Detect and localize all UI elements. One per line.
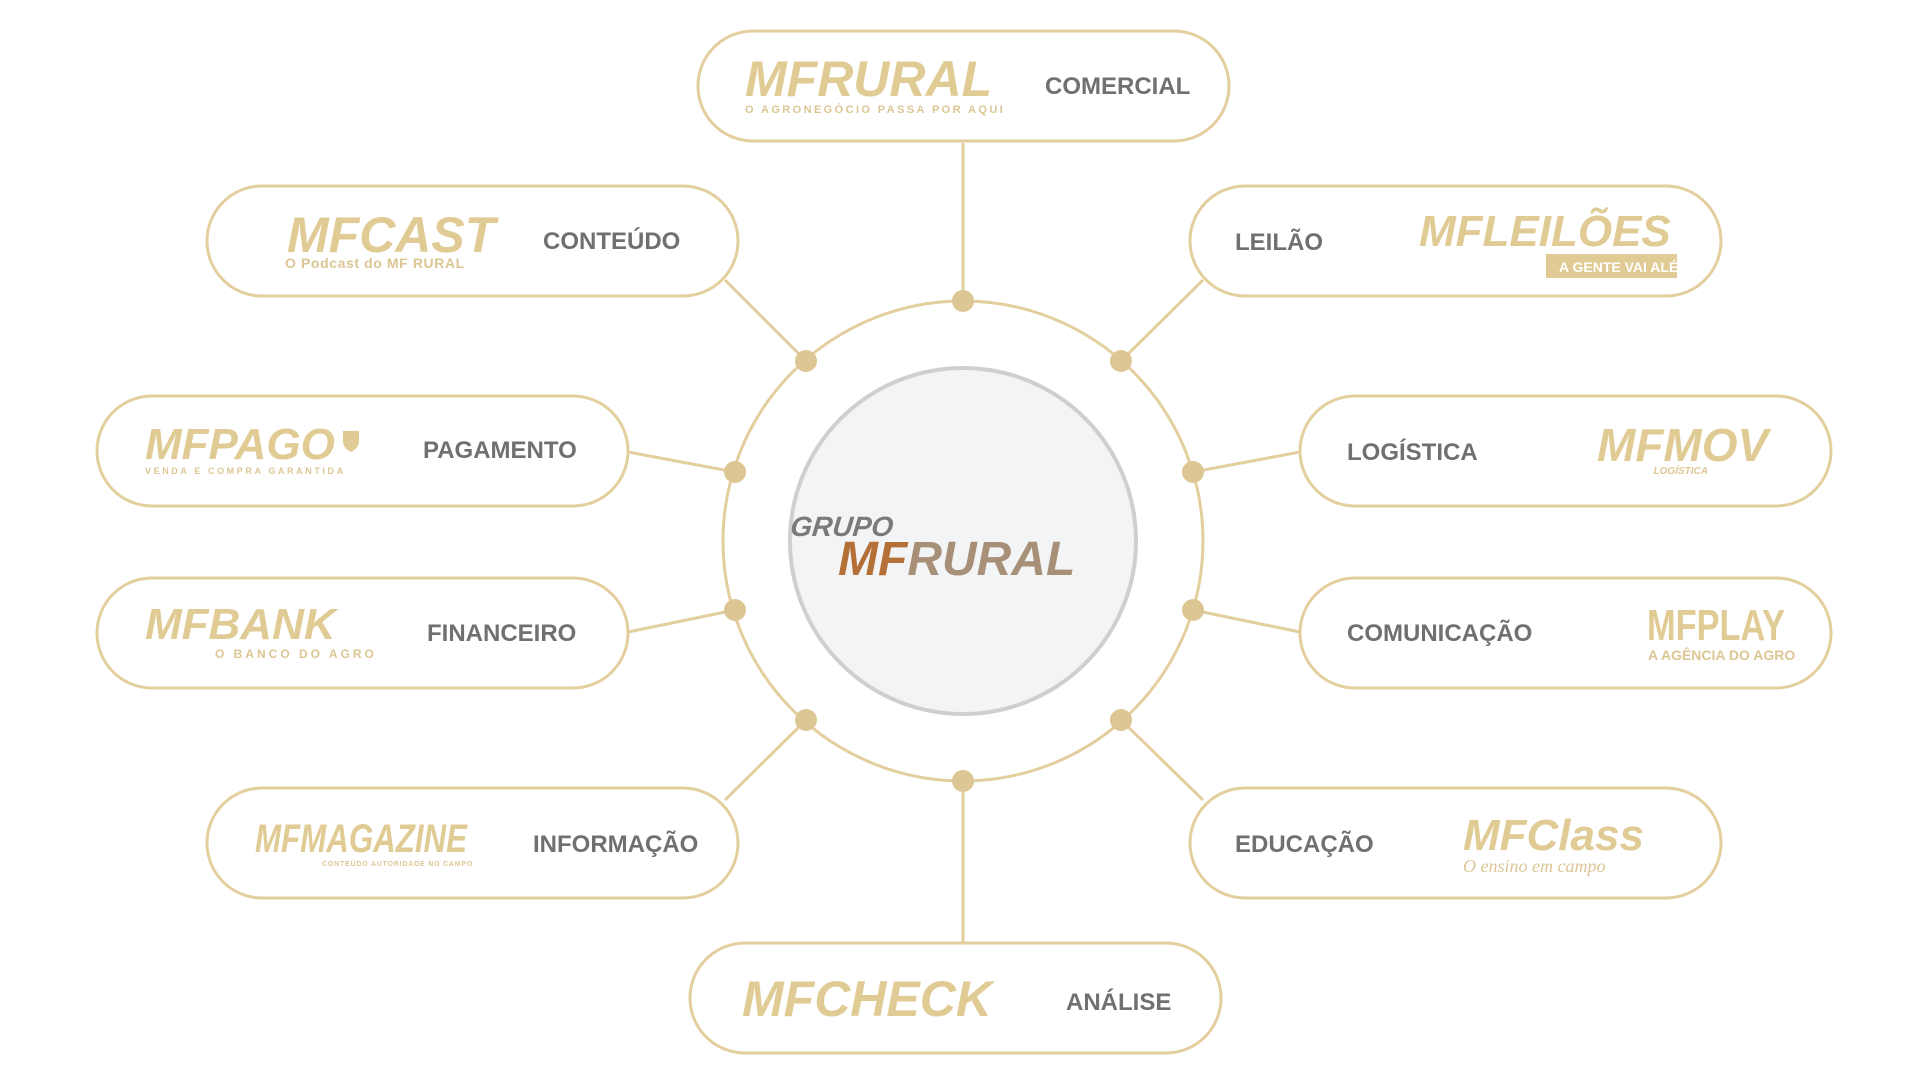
logo-mfmov: MFMOV: [1597, 419, 1772, 471]
logo-mfleiloes: MFLEILÕES: [1419, 206, 1671, 256]
ring-dots: [724, 290, 1204, 792]
dot-mfbank: [724, 599, 746, 621]
tagline-mfcast: O Podcast do MF RURAL: [285, 255, 465, 271]
logo-mfcast: MFCAST: [287, 207, 500, 263]
dot-mfcast: [795, 350, 817, 372]
logo-mfmagazine: MFMAGAZINE: [255, 817, 468, 861]
category-mfcheck: ANÁLISE: [1066, 988, 1171, 1016]
category-mfrural: COMERCIAL: [1045, 73, 1190, 100]
category-mfmov: LOGÍSTICA: [1347, 438, 1478, 466]
pill-mfcast: [205, 184, 740, 298]
unit-mfleiloes[interactable]: LEILÃO MFLEILÕES A GENTE VAI ALÉM: [1188, 184, 1723, 298]
tagline-mfclass: O ensino em campo: [1463, 856, 1605, 876]
dot-mfpago: [724, 461, 746, 483]
dot-mfleiloes: [1110, 350, 1132, 372]
pill-mfmagazine: [205, 786, 740, 900]
tagline-box-mfleiloes: [1546, 254, 1677, 278]
category-mfbank: FINANCEIRO: [427, 620, 576, 647]
center-circle: [788, 366, 1138, 716]
dot-mfcheck: [952, 770, 974, 792]
shield-icon: [343, 431, 359, 452]
dot-mfmov: [1182, 461, 1204, 483]
category-mfplay: COMUNICAÇÃO: [1347, 619, 1532, 647]
tagline-mfmagazine: CONTEÚDO AUTORIDADE NO CAMPO: [322, 859, 473, 868]
unit-mfbank[interactable]: MFBANK O BANCO DO AGRO FINANCEIRO: [95, 576, 630, 690]
category-mfcast: CONTEÚDO: [543, 227, 680, 255]
connector-mfclass: [1119, 718, 1205, 802]
unit-mfrural[interactable]: MFRURAL O AGRONEGÓCIO PASSA POR AQUI COM…: [696, 29, 1231, 143]
unit-mfcast[interactable]: MFCAST O Podcast do MF RURAL CONTEÚDO: [205, 184, 740, 298]
center-hub: GRUPO MFRURAL: [788, 366, 1138, 716]
connector-mfmov: [1192, 450, 1301, 474]
tagline-mfplay: A AGÊNCIA DO AGRO: [1648, 646, 1795, 663]
logo-mfbank: MFBANK: [145, 600, 339, 649]
center-main-label: MFRURAL: [838, 533, 1075, 586]
unit-mfclass[interactable]: EDUCAÇÃO MFClass O ensino em campo: [1188, 786, 1723, 900]
logo-mfclass: MFClass: [1463, 811, 1644, 860]
category-mfmagazine: INFORMAÇÃO: [533, 830, 698, 858]
connector-mfplay: [1192, 608, 1301, 634]
tagline-mfmov: LOGÍSTICA: [1654, 464, 1708, 477]
category-mfclass: EDUCAÇÃO: [1235, 830, 1374, 858]
category-mfleiloes: LEILÃO: [1235, 228, 1323, 256]
connectors: [627, 143, 1301, 942]
unit-mfplay[interactable]: COMUNICAÇÃO MFPLAY A AGÊNCIA DO AGRO: [1298, 576, 1833, 690]
pill-mfclass: [1188, 786, 1723, 900]
tagline-mfrural: O AGRONEGÓCIO PASSA POR AQUI: [745, 103, 1005, 116]
pill-mfpago: [95, 394, 630, 508]
unit-mfpago[interactable]: MFPAGO VENDA E COMPRA GARANTIDA PAGAMENT…: [95, 394, 630, 508]
connector-mfpago: [627, 450, 736, 474]
logo-mfplay: MFPLAY: [1647, 601, 1785, 650]
logo-mfpago: MFPAGO: [145, 420, 335, 469]
category-mfpago: PAGAMENTO: [423, 437, 577, 464]
connector-mfleiloes: [1119, 278, 1205, 363]
connector-mfbank: [627, 608, 736, 634]
pill-mfbank: [95, 576, 630, 690]
logo-mfrural: MFRURAL: [745, 51, 992, 107]
pill-mfcheck: [688, 941, 1223, 1055]
unit-mfmov[interactable]: LOGÍSTICA MFMOV LOGÍSTICA: [1298, 394, 1833, 508]
pill-mfmov: [1298, 394, 1833, 508]
unit-mfcheck[interactable]: MFCHECK ANÁLISE: [688, 941, 1223, 1055]
logo-mfcheck: MFCHECK: [742, 971, 996, 1027]
pill-mfplay: [1298, 576, 1833, 690]
dot-mfclass: [1110, 709, 1132, 731]
center-grupo-label: GRUPO: [789, 511, 895, 542]
connector-mfcast: [723, 278, 808, 363]
dot-mfplay: [1182, 599, 1204, 621]
pill-mfrural: [696, 29, 1231, 143]
tagline-mfleiloes: A GENTE VAI ALÉM: [1559, 259, 1690, 275]
tagline-mfbank: O BANCO DO AGRO: [215, 647, 377, 661]
tagline-mfpago: VENDA E COMPRA GARANTIDA: [145, 466, 346, 476]
connector-mfmagazine: [723, 718, 808, 802]
unit-mfmagazine[interactable]: MFMAGAZINE CONTEÚDO AUTORIDADE NO CAMPO …: [205, 786, 740, 900]
dot-mfmagazine: [795, 709, 817, 731]
dot-mfrural: [952, 290, 974, 312]
